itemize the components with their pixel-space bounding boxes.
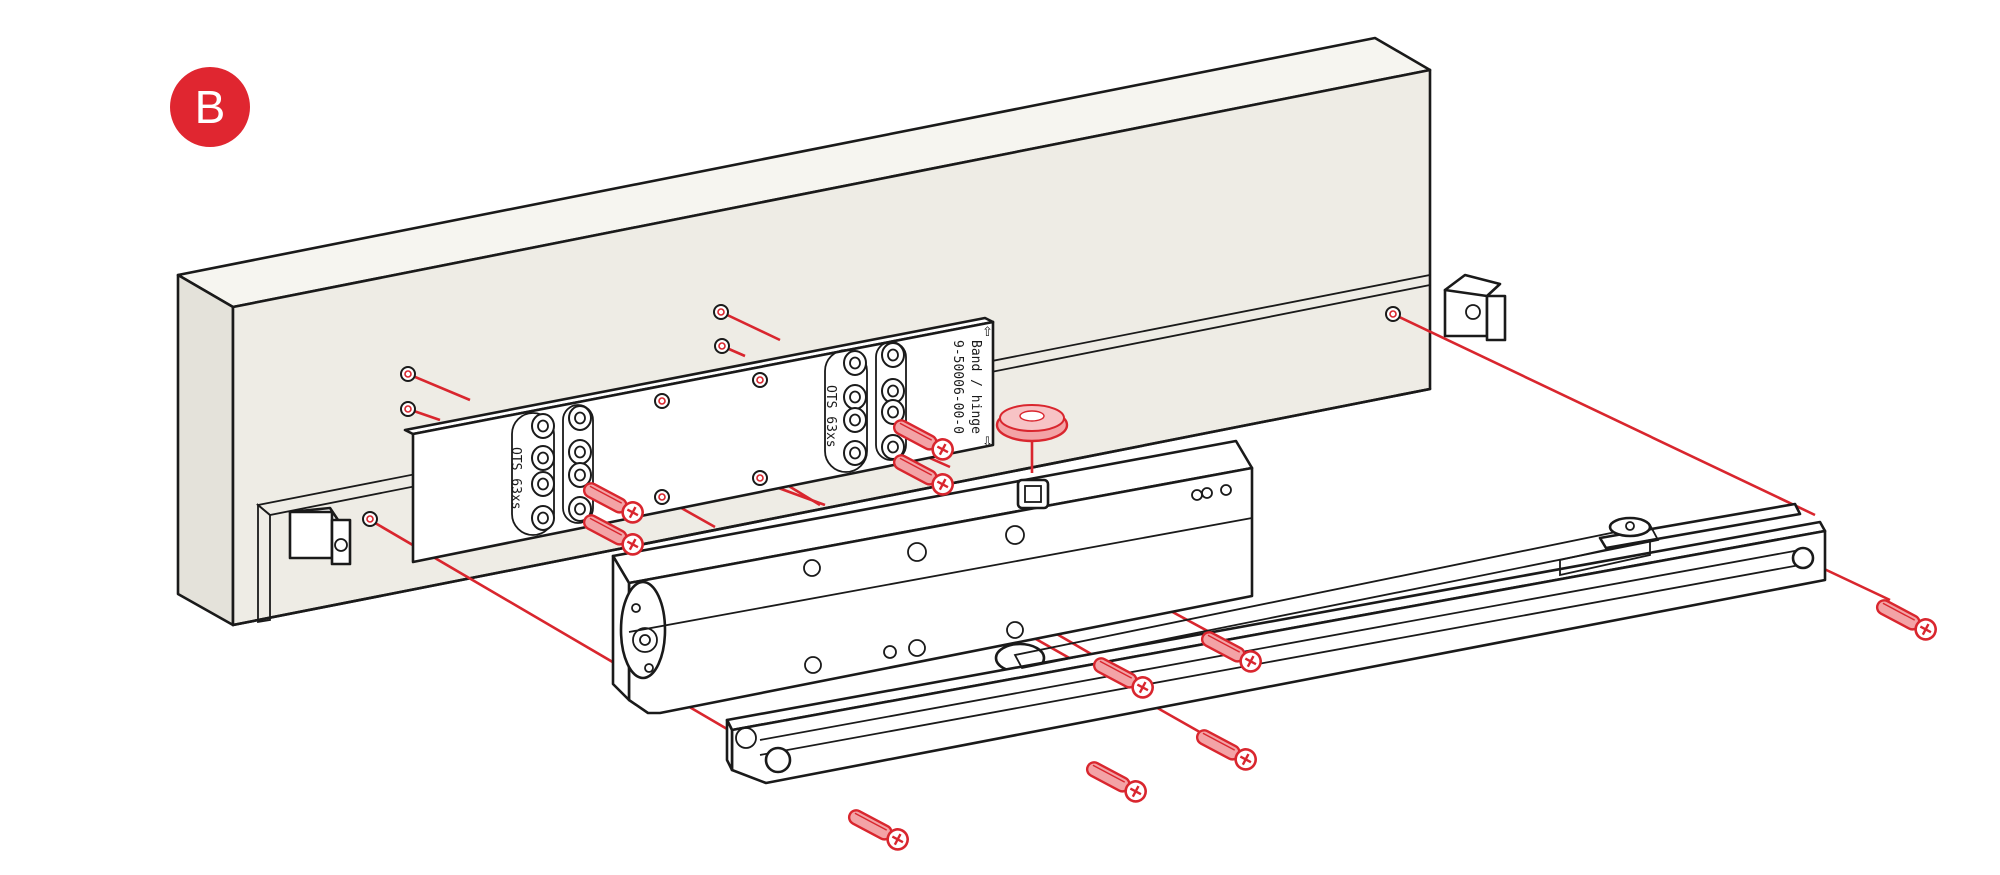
plate-marking-left: OTS 63xs (508, 447, 523, 510)
end-cap-right (1443, 273, 1507, 342)
plate-hole-group-left: OTS 63xs (508, 404, 594, 536)
plate-arrow-top-icon: ⇧ (982, 325, 993, 340)
mounting-plate: OTS 63xs OTS 63xs Band / hinge 9-50006-0… (403, 316, 995, 564)
step-label: B (195, 81, 226, 133)
plate-marking-center: OTS 63xs (823, 385, 838, 448)
slide-rail (725, 502, 1827, 785)
screw (1081, 755, 1151, 807)
screw (1191, 723, 1261, 775)
plate-part-number: 9-50006-00-0 (950, 340, 965, 434)
screw (843, 803, 913, 855)
spindle-cap (995, 404, 1069, 443)
step-badge: B (170, 67, 250, 147)
end-cap-left (288, 506, 352, 566)
plate-hole-group-center: OTS 63xs (823, 341, 907, 473)
plate-arrow-bottom-icon: ⇩ (982, 435, 993, 450)
screw (1871, 593, 1941, 645)
door-rebate-strip (255, 273, 1431, 624)
plate-hinge-marking: Band / hinge (968, 340, 983, 434)
door-closer-body (611, 439, 1254, 715)
